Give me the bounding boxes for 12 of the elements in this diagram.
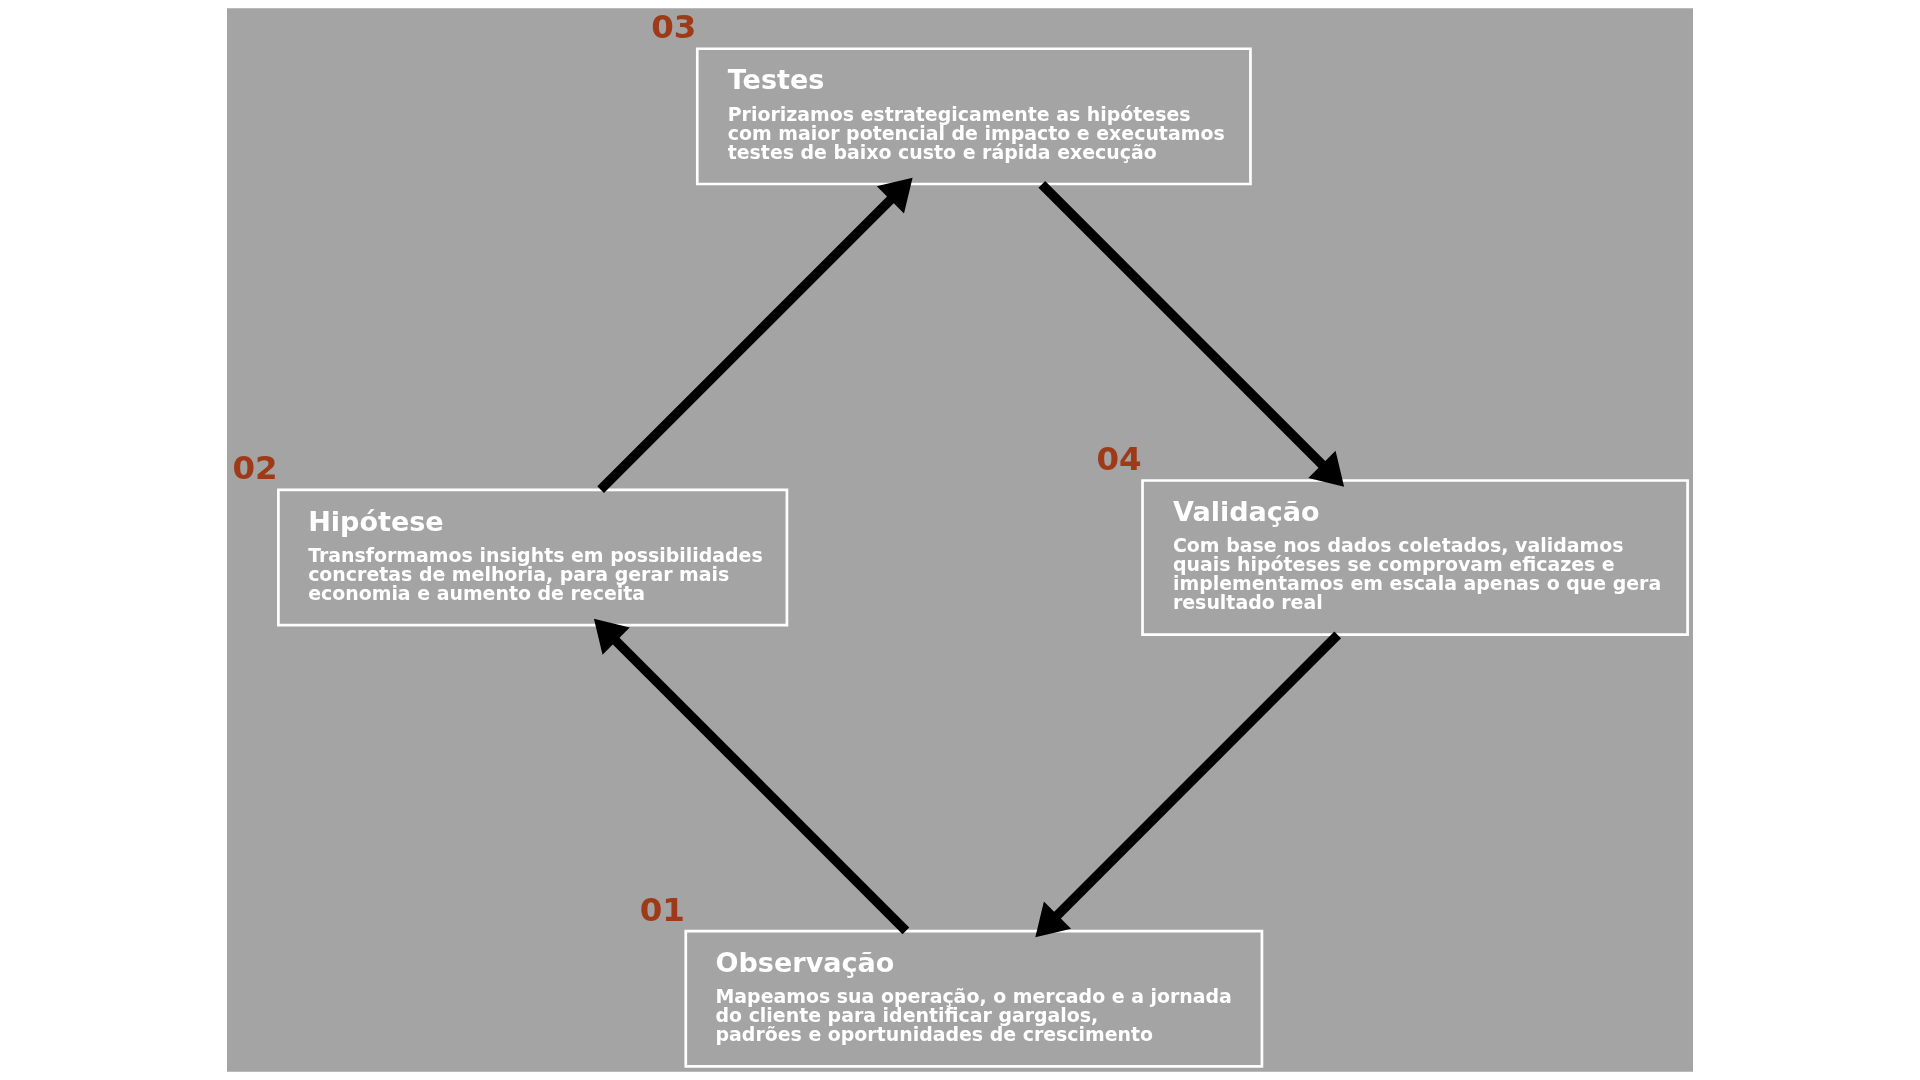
arrow: [597, 177, 913, 493]
node-box: Testes Priorizamos estrategicamente as hipóteses com maior potencial de impacto e executamos testes de baixo custo e rápida execução: [695, 47, 1252, 186]
node-box: Observação Mapeamos sua operação, o mercado e a jornada do cliente para identificar gargalos, padrões e oportunidades de crescimento: [684, 929, 1264, 1068]
node-label: 02: [232, 449, 278, 488]
arrow: [593, 618, 910, 935]
arrow: [1035, 631, 1342, 938]
node-box: Hipótese Transformamos insights em possibilidades concretas de melhoria, para gerar mais economia e aumento de receita: [277, 488, 789, 627]
node-label: 04: [1096, 439, 1142, 478]
node-label: 01: [639, 890, 685, 929]
node-box: Validação Com base nos dados coletados, validamos quais hipóteses se comprovam eficazes e implementamos em escala apenas o que gera resultado real: [1141, 479, 1689, 637]
arrow: [1038, 181, 1345, 487]
node-label: 03: [651, 8, 697, 47]
